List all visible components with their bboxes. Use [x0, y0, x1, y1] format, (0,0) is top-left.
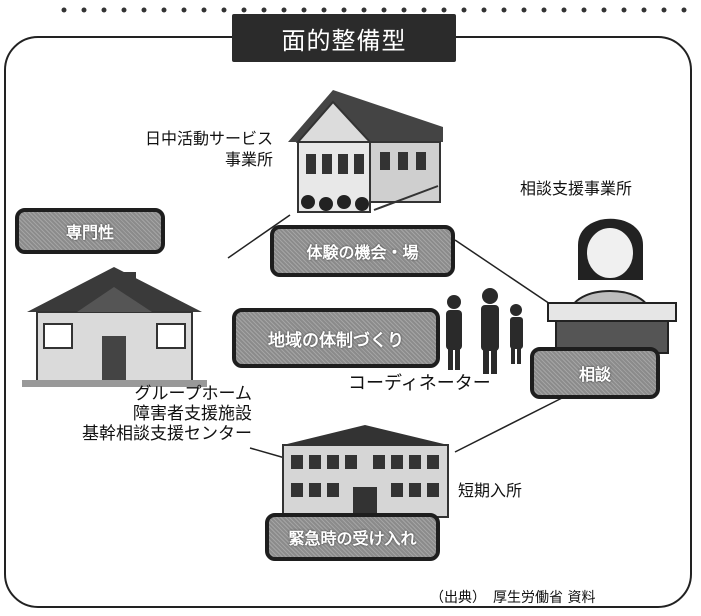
- group-home-icon: [22, 267, 207, 387]
- person-at-desk-icon: [547, 218, 677, 354]
- people-icon: [446, 288, 523, 374]
- consultation-office-label: 相談支援事業所: [520, 179, 633, 198]
- coordinator-label: コーディネーター: [348, 373, 491, 394]
- badge-emergency-acceptance: 緊急時の受け入れ: [265, 513, 440, 561]
- badge-expertise: 専門性: [15, 208, 165, 254]
- facility-building-icon: [282, 425, 449, 518]
- title-banner: 面的整備型: [232, 14, 456, 62]
- badge-experience: 体験の機会・場: [270, 225, 455, 277]
- badge-community-building: 地域の体制づくり: [232, 308, 440, 368]
- badge-consultation: 相談: [530, 347, 660, 399]
- short-stay-label: 短期入所: [458, 481, 523, 500]
- decorative-top-border: [61, 7, 687, 13]
- house-icon: [288, 90, 443, 213]
- page-title: 面的整備型: [281, 26, 407, 55]
- daytime-activity-label: 日中活動サービス 事業所: [144, 129, 273, 169]
- group-home-label: グループホーム 障害者支援施設 基幹相談支援センター: [82, 384, 252, 444]
- source-caption: （出典） 厚生労働省 資料: [430, 590, 596, 606]
